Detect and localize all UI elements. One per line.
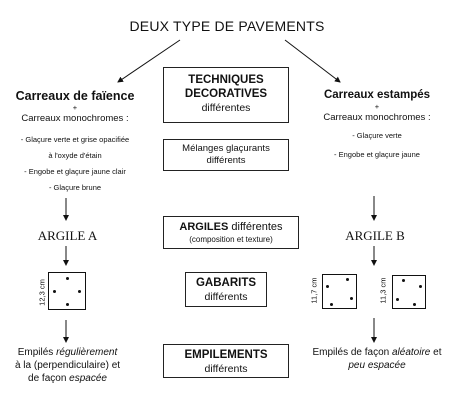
right-dimension-label-2: 11,3 cm xyxy=(378,277,388,304)
empilements-box: EMPILEMENTS différents xyxy=(163,344,289,378)
gabarits-box: GABARITS différents xyxy=(185,272,267,307)
arrow-title-left xyxy=(117,39,181,83)
left-stacking-text: Empilés régulièrement à la (perpendicula… xyxy=(0,346,135,385)
left-stack-prefix: Empilés xyxy=(17,347,57,358)
right-dimension-label-1: 11,7 cm xyxy=(309,277,319,304)
tile-dot xyxy=(66,303,69,306)
diagram-title: DEUX TYPE DE PAVEMENTS xyxy=(129,18,325,34)
argiles-sub: (composition et texture) xyxy=(189,235,273,244)
empilements-line1: EMPILEMENTS xyxy=(184,349,268,361)
tile-dot xyxy=(402,279,405,282)
argiles-box: ARGILES différentes (composition et text… xyxy=(163,216,299,249)
right-stacking-text: Empilés de façon aléatoire et peu espacé… xyxy=(300,346,454,372)
left-item-2: à l'oxyde d'étain xyxy=(48,151,102,160)
tile-dot xyxy=(413,303,416,306)
right-tile-1 xyxy=(322,274,357,309)
left-heading: Carreaux de faïence xyxy=(15,89,135,103)
tile-dot xyxy=(78,290,81,293)
left-tile xyxy=(48,272,86,310)
melanges-line1: Mélanges glaçurants xyxy=(182,143,270,154)
arrow-title-right xyxy=(284,39,341,83)
tile-dot xyxy=(66,277,69,280)
techniques-box: TECHNIQUES DECORATIVES différentes xyxy=(163,67,289,123)
techniques-line1: TECHNIQUES xyxy=(188,74,264,86)
empilements-line2: différents xyxy=(204,363,248,375)
left-subheading: Carreaux monochromes : xyxy=(21,113,129,124)
argiles-rest: différentes xyxy=(228,221,283,233)
left-stack-em2: espacée xyxy=(69,373,107,384)
right-argile-label: ARGILE B xyxy=(345,228,405,243)
argiles-line1: ARGILES différentes xyxy=(164,220,298,234)
gabarits-line1: GABARITS xyxy=(195,277,257,289)
argiles-bold: ARGILES xyxy=(179,221,229,233)
left-item-3: - Engobe et glaçure jaune clair xyxy=(24,167,126,176)
right-subheading: Carreaux monochromes : xyxy=(323,112,431,123)
right-stack-prefix: Empilés de façon xyxy=(312,347,392,358)
right-stack-mid: et xyxy=(430,347,442,358)
right-tile-2 xyxy=(392,275,426,309)
right-heading: Carreaux estampés xyxy=(323,89,431,101)
tile-dot xyxy=(419,285,422,288)
left-stack-em1: régulièrement xyxy=(56,347,118,358)
right-plus: + xyxy=(374,102,380,111)
right-item-1: - Glaçure verte xyxy=(352,131,402,140)
left-dimension-label: 12,3 cm xyxy=(37,279,47,306)
tile-dot xyxy=(346,278,349,281)
tile-dot xyxy=(350,297,353,300)
techniques-line3: différentes xyxy=(201,102,251,114)
right-stack-em1: aléatoire xyxy=(392,347,431,358)
melanges-line2: différents xyxy=(206,155,246,166)
left-item-1: - Glaçure verte et grise opacifiée xyxy=(20,135,130,144)
tile-dot xyxy=(326,285,329,288)
left-plus: + xyxy=(72,103,78,112)
left-stack-mid: à la (perpendiculaire) et xyxy=(14,360,121,371)
melanges-box: Mélanges glaçurants différents xyxy=(163,139,289,171)
tile-dot xyxy=(396,298,399,301)
left-argile-label: ARGILE A xyxy=(37,228,98,243)
techniques-line2: DECORATIVES xyxy=(184,88,268,100)
right-stack-em2: peu espacée xyxy=(348,360,406,371)
left-stack-pre2: de façon xyxy=(28,373,70,384)
left-item-4: - Glaçure brune xyxy=(48,183,102,192)
tile-dot xyxy=(53,290,56,293)
right-item-2: - Engobe et glaçure jaune xyxy=(334,150,420,159)
gabarits-line2: différents xyxy=(204,291,248,303)
tile-dot xyxy=(330,303,333,306)
